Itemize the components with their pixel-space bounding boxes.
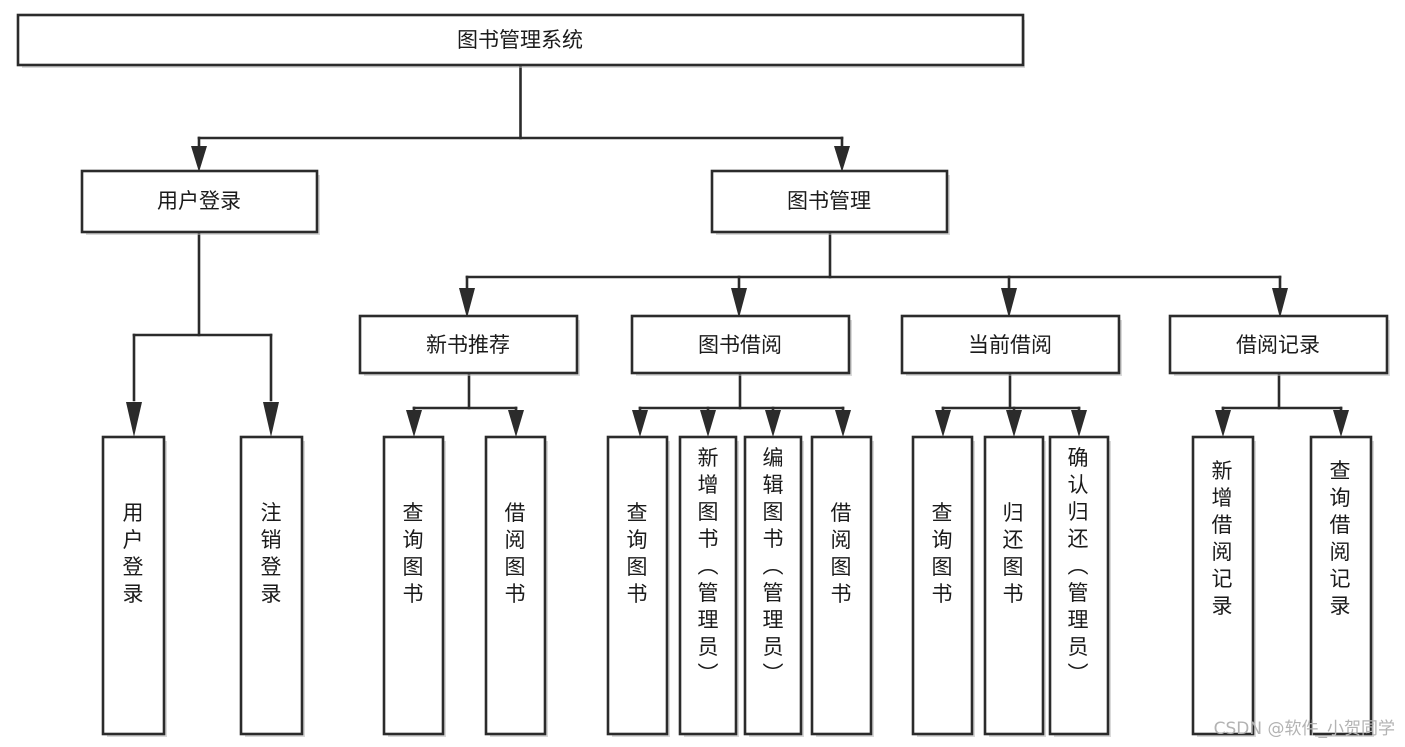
leaf-node[interactable]: 编辑图书︵管理员︶ (743, 435, 804, 737)
arrow-head-leaf-4-2 (1006, 410, 1022, 437)
node-current-borrow-label: 当前借阅 (968, 333, 1052, 357)
leaf-box (678, 435, 738, 736)
node-book-management-label: 图书管理 (787, 189, 871, 213)
arrow-head-book-manage (834, 146, 850, 172)
arrow-head-leaf-1-1 (126, 402, 142, 437)
node-user-login-label: 用户登录 (157, 189, 241, 213)
leaf-label-vertical: 新增借阅记录 (1212, 459, 1233, 618)
leaf-box (810, 435, 873, 736)
node-borrow-record-label: 借阅记录 (1236, 333, 1320, 357)
leaf-node[interactable]: 新增借阅记录 (1191, 435, 1256, 737)
leaf-box (1048, 435, 1110, 736)
arrow-head-level3-2 (731, 288, 747, 318)
leaf-box (484, 435, 547, 736)
node-current-borrow-box (900, 314, 1121, 375)
arrow-head-level3-3 (1001, 288, 1017, 318)
arrow-head-level3-4 (1272, 288, 1288, 318)
arrow-head-leaf-4-1 (935, 410, 951, 437)
node-new-book-recommend[interactable]: 新书推荐 (358, 314, 580, 376)
leaf-label-vertical: 用户登录 (123, 501, 144, 606)
leaf-label-vertical: 编辑图书︵管理员︶ (763, 446, 784, 686)
arrow-head-user-login (191, 146, 207, 172)
arrow-head-leaf-1-2 (263, 402, 279, 437)
node-book-management-box (710, 169, 949, 234)
connector-layer (126, 64, 1349, 437)
node-borrow-record-box (1168, 314, 1389, 375)
leaf-box (382, 435, 445, 736)
node-current-borrow[interactable]: 当前借阅 (900, 314, 1122, 376)
leaf-box (911, 435, 974, 736)
node-new-book-recommend-box (358, 314, 579, 375)
arrow-head-leaf-2-1 (406, 410, 422, 437)
leaf-node[interactable]: 用户登录 (101, 435, 167, 737)
arrow-head-leaf-5-2 (1333, 410, 1349, 437)
leaf-label-vertical: 查询图书 (403, 501, 424, 606)
leaf-label-vertical: 查询图书 (627, 501, 648, 606)
arrow-head-leaf-3-2 (700, 410, 716, 437)
leaf-node[interactable]: 确认归还︵管理员︶ (1048, 435, 1111, 737)
node-root[interactable]: 图书管理系统 (16, 13, 1025, 68)
leaf-node[interactable]: 归还图书 (983, 435, 1046, 737)
node-new-book-recommend-label: 新书推荐 (426, 333, 510, 357)
node-book-borrow[interactable]: 图书借阅 (630, 314, 852, 376)
leaf-node[interactable]: 查询借阅记录 (1309, 435, 1374, 737)
arrow-head-leaf-5-1 (1215, 410, 1231, 437)
leaf-node[interactable]: 借阅图书 (810, 435, 874, 737)
leaf-box (1309, 435, 1373, 736)
arrow-head-leaf-3-1 (632, 410, 648, 437)
node-user-login[interactable]: 用户登录 (80, 169, 320, 235)
node-borrow-record[interactable]: 借阅记录 (1168, 314, 1390, 376)
leaf-label-vertical: 借阅图书 (505, 501, 526, 606)
leaf-node[interactable]: 借阅图书 (484, 435, 548, 737)
arrow-head-leaf-3-4 (835, 410, 851, 437)
arrow-head-leaf-3-3 (765, 410, 781, 437)
leaf-node[interactable]: 查询图书 (911, 435, 975, 737)
node-book-borrow-box (630, 314, 851, 375)
leaf-label-vertical: 查询图书 (932, 501, 953, 606)
leaf-box (1191, 435, 1255, 736)
leaf-box (239, 435, 304, 736)
node-root-box (16, 13, 1025, 67)
leaf-label-vertical: 查询借阅记录 (1330, 459, 1351, 618)
leaf-label-vertical: 归还图书 (1003, 501, 1024, 606)
node-root-label: 图书管理系统 (457, 28, 583, 52)
leaf-label-vertical: 新增图书︵管理员︶ (698, 446, 719, 686)
leaf-box (743, 435, 803, 736)
leaf-node[interactable]: 注销登录 (239, 435, 305, 737)
node-book-borrow-label: 图书借阅 (698, 333, 782, 357)
leaf-label-vertical: 注销登录 (261, 501, 282, 606)
arrow-head-leaf-2-2 (508, 410, 524, 437)
leaf-node[interactable]: 查询图书 (382, 435, 446, 737)
arrow-head-leaf-4-3 (1071, 410, 1087, 437)
watermark-text: CSDN @软件_小贺同学 (1213, 719, 1395, 739)
leaf-box (983, 435, 1045, 736)
arrow-head-level3-1 (459, 288, 475, 318)
node-user-login-box (80, 169, 319, 234)
leaf-node[interactable]: 新增图书︵管理员︶ (678, 435, 739, 737)
leaf-label-vertical: 确认归还︵管理员︶ (1068, 446, 1089, 686)
leaf-box (606, 435, 669, 736)
leaf-box (101, 435, 166, 736)
leaf-node[interactable]: 查询图书 (606, 435, 670, 737)
node-book-management[interactable]: 图书管理 (710, 169, 950, 235)
leaf-label-vertical: 借阅图书 (831, 501, 852, 606)
